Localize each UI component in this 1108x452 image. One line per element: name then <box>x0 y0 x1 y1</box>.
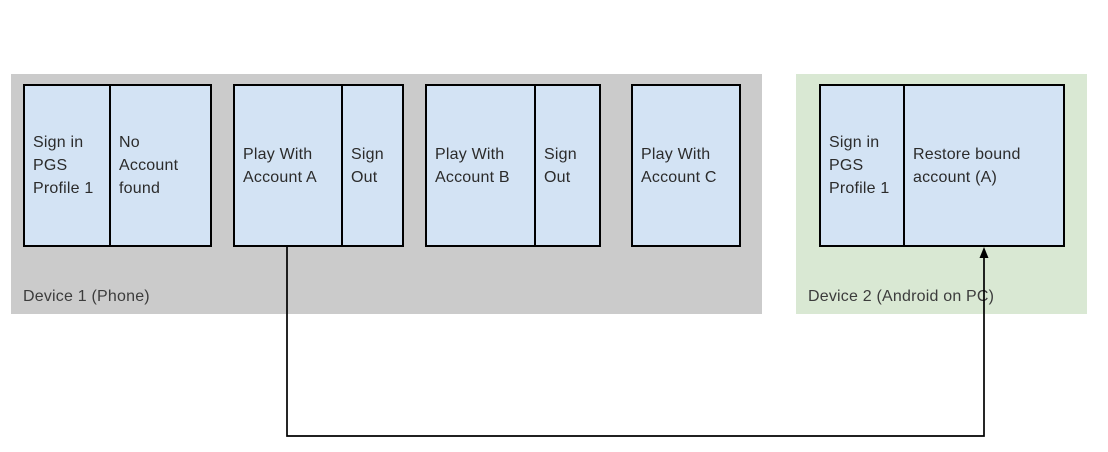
step-play-with-account-c: Play With Account C <box>631 84 741 247</box>
step-restore-bound-account-a: Restore bound account (A) <box>903 84 1065 247</box>
step-device2-sign-in-pgs-profile-1: Sign in PGS Profile 1 <box>819 84 905 247</box>
step-sign-out-b: Sign Out <box>534 84 601 247</box>
device1-label: Device 1 (Phone) <box>23 288 150 305</box>
group-device2-sign-in: Sign in PGS Profile 1 Restore bound acco… <box>819 84 1065 247</box>
step-no-account-found: No Account found <box>109 84 212 247</box>
device2-label: Device 2 (Android on PC) <box>808 288 995 305</box>
group-account-b: Play With Account B Sign Out <box>425 84 601 247</box>
step-play-with-account-a: Play With Account A <box>233 84 343 247</box>
step-sign-out-a: Sign Out <box>341 84 404 247</box>
group-sign-in: Sign in PGS Profile 1 No Account found <box>23 84 212 247</box>
group-account-c: Play With Account C <box>631 84 741 247</box>
step-play-with-account-b: Play With Account B <box>425 84 536 247</box>
group-account-a: Play With Account A Sign Out <box>233 84 404 247</box>
step-sign-in-pgs-profile-1: Sign in PGS Profile 1 <box>23 84 111 247</box>
